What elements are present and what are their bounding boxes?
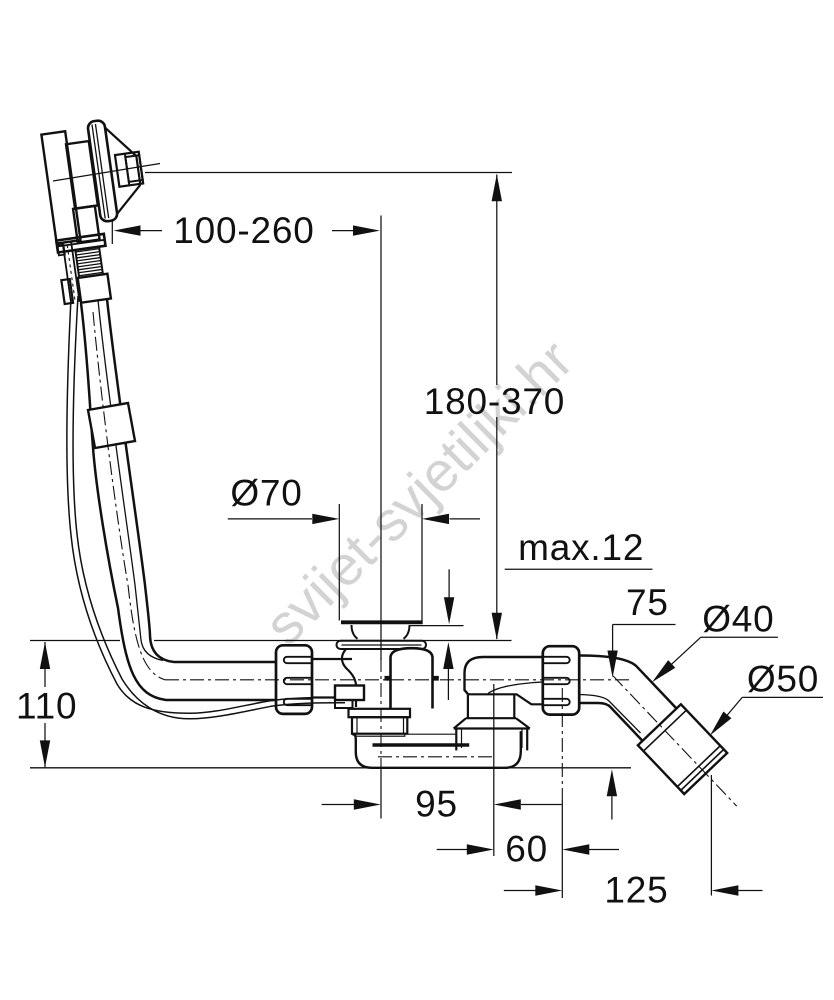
svg-text:100-260: 100-260 (173, 210, 314, 251)
svg-text:Ø70: Ø70 (230, 473, 302, 514)
svg-text:125: 125 (604, 870, 668, 911)
svg-text:Ø40: Ø40 (702, 599, 774, 640)
svg-text:75: 75 (626, 582, 669, 623)
svg-text:60: 60 (505, 829, 548, 870)
svg-text:110: 110 (16, 686, 77, 727)
svg-text:Ø50: Ø50 (747, 659, 819, 700)
svg-text:95: 95 (415, 784, 458, 825)
svg-text:180-370: 180-370 (424, 381, 565, 422)
svg-text:max.12: max.12 (518, 527, 644, 568)
